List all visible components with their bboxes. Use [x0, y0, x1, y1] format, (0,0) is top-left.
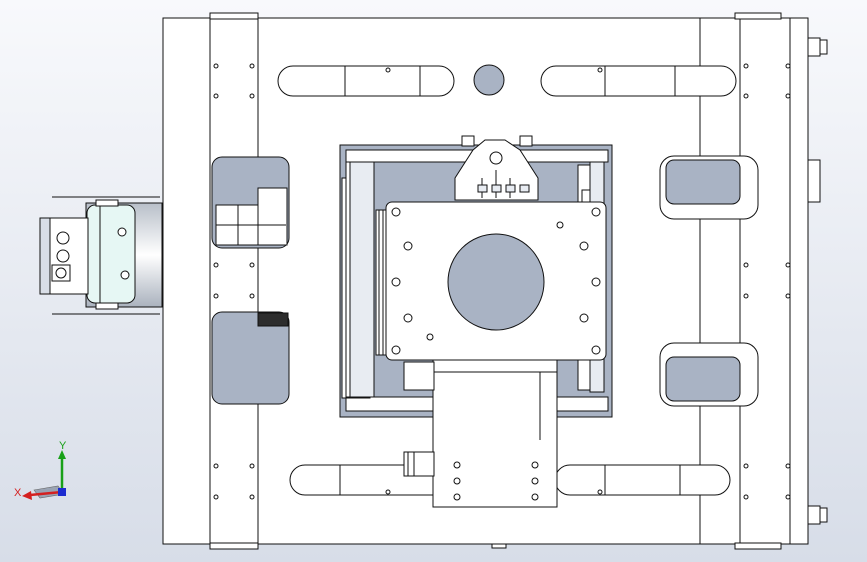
center-bore: [447, 233, 545, 331]
x-axis-label: X: [14, 487, 22, 499]
carriage-plate: [385, 201, 607, 361]
lower-carriage: [403, 359, 558, 508]
left-rail: [209, 12, 259, 550]
motor-mount-bracket: [454, 135, 539, 201]
motor-assembly: [39, 196, 163, 315]
right-rail: [699, 12, 809, 550]
top-slots: [277, 64, 737, 97]
left-cavities: [211, 156, 290, 405]
rail-holes: [213, 63, 791, 500]
bottom-tab: [491, 543, 507, 549]
coordinate-triad: Y X: [14, 440, 67, 500]
y-axis-label: Y: [59, 440, 67, 452]
linear-guide: [375, 209, 387, 356]
right-cavities: [659, 155, 759, 407]
right-stubs: [807, 37, 828, 525]
y-axis-arrow: [58, 450, 66, 492]
z-axis-arrow: [58, 488, 66, 496]
x-axis-arrow: [22, 490, 63, 500]
